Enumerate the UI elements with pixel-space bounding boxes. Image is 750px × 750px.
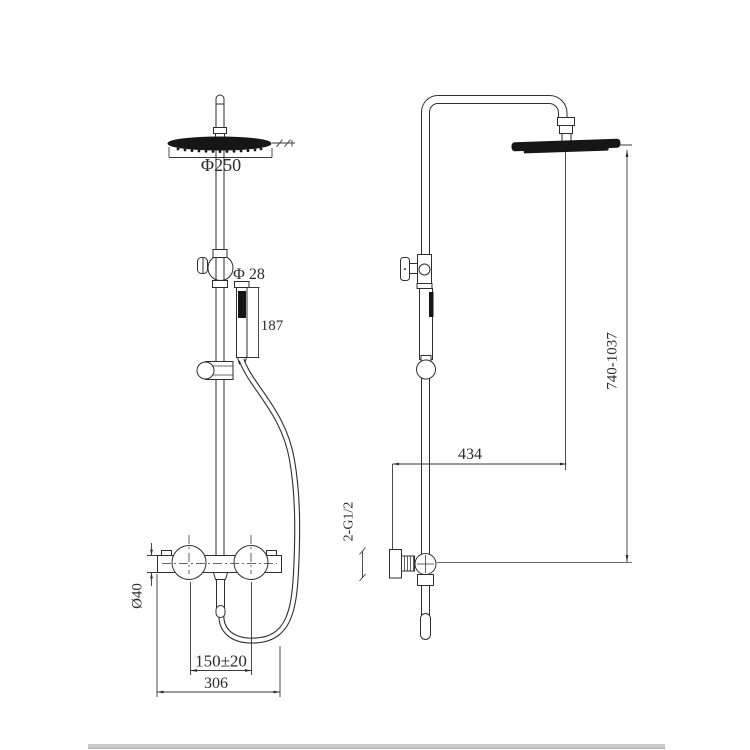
- dim-head-diameter: Φ250: [168, 139, 295, 175]
- shower-hose: [218, 358, 301, 644]
- outlet-nut-side: [417, 574, 434, 586]
- flow-knob: [233, 545, 269, 580]
- top-bend-inner: [429, 103, 559, 118]
- arm-collar-1: [557, 117, 575, 126]
- lower-slide-bracket: [196, 361, 234, 380]
- riser-height-range-label: 740-1037: [605, 332, 621, 390]
- overhead-shower-head: [167, 136, 272, 151]
- bracket-hinge: [196, 361, 215, 380]
- hand-shower-length-label: 187: [261, 318, 284, 334]
- valve-overall-width-label: 306: [204, 675, 228, 692]
- inlet-center-distance-label: 150±20: [195, 652, 247, 671]
- wall-flange: [389, 549, 402, 579]
- dim-valve-overall-width: 306: [156, 574, 281, 697]
- oblique-ticks: [359, 547, 366, 582]
- valve-outlet-tip: [215, 605, 226, 618]
- inlet-valve-crosshair: [417, 555, 434, 573]
- valve-end-cap-right: [266, 550, 277, 556]
- temperature-knob: [171, 545, 207, 580]
- valve-body-diameter-label: Ø40: [130, 583, 146, 609]
- slider-collar-top: [212, 249, 228, 258]
- outlet-tube-side: [421, 585, 430, 616]
- hand-shower-front: [234, 281, 250, 365]
- arm-neck: [561, 133, 572, 142]
- thread-nipple: [401, 555, 415, 572]
- dim-connection-thread: 2-G1/2: [342, 502, 366, 582]
- slider-collar-side: [416, 283, 433, 289]
- dim-hand-shower-length: 187: [247, 287, 284, 358]
- overhead-shower-head-side: [511, 138, 621, 154]
- hand-shower-cap: [234, 281, 250, 288]
- outlet-tip-side: [420, 613, 431, 640]
- head-diameter-label: Φ250: [201, 155, 241, 175]
- valve-outlet-tube: [216, 579, 225, 608]
- slider-pivot-side: [418, 263, 431, 276]
- mixer-valve: [157, 535, 282, 618]
- slider-ring: [207, 255, 234, 281]
- hand-shower-side: [416, 288, 436, 380]
- dim-riser-height-range: 740-1037: [605, 144, 632, 562]
- side-view: 2-G1/2 434 740-1037: [342, 95, 632, 640]
- hand-shower-outlet-side: [416, 359, 436, 380]
- thread-hatching: [404, 556, 414, 571]
- pipe-diameter-label: Φ 28: [233, 266, 265, 283]
- valve-end-cap-left: [161, 550, 172, 556]
- arm-collar-2: [559, 125, 573, 134]
- riser-pipe-front: [215, 150, 225, 556]
- shower-head-nozzles: [176, 147, 263, 154]
- hand-shower-spray-face: [238, 291, 246, 318]
- hand-shower-face-side: [429, 292, 434, 317]
- oblique-ticks: [276, 139, 293, 148]
- dim-arm-horizontal-reach: 434: [392, 152, 567, 549]
- dim-inlet-center-distance: 150±20: [190, 582, 252, 675]
- wall-connection: [389, 549, 632, 640]
- knob-centerlines: [188, 535, 252, 574]
- top-bend-outer: [421, 95, 568, 118]
- arm-horizontal-reach-label: 434: [458, 446, 482, 463]
- head-connector-collar: [213, 127, 227, 134]
- slider-side: [400, 254, 433, 289]
- dim-valve-body-diameter: Ø40: [130, 543, 158, 609]
- connection-thread-label: 2-G1/2: [342, 502, 357, 542]
- slider-collar-bottom: [212, 280, 228, 288]
- footer-divider-bar: [88, 744, 665, 749]
- front-view: Φ250 Φ 28 187: [130, 94, 301, 697]
- valve-outlet-collar: [212, 572, 229, 580]
